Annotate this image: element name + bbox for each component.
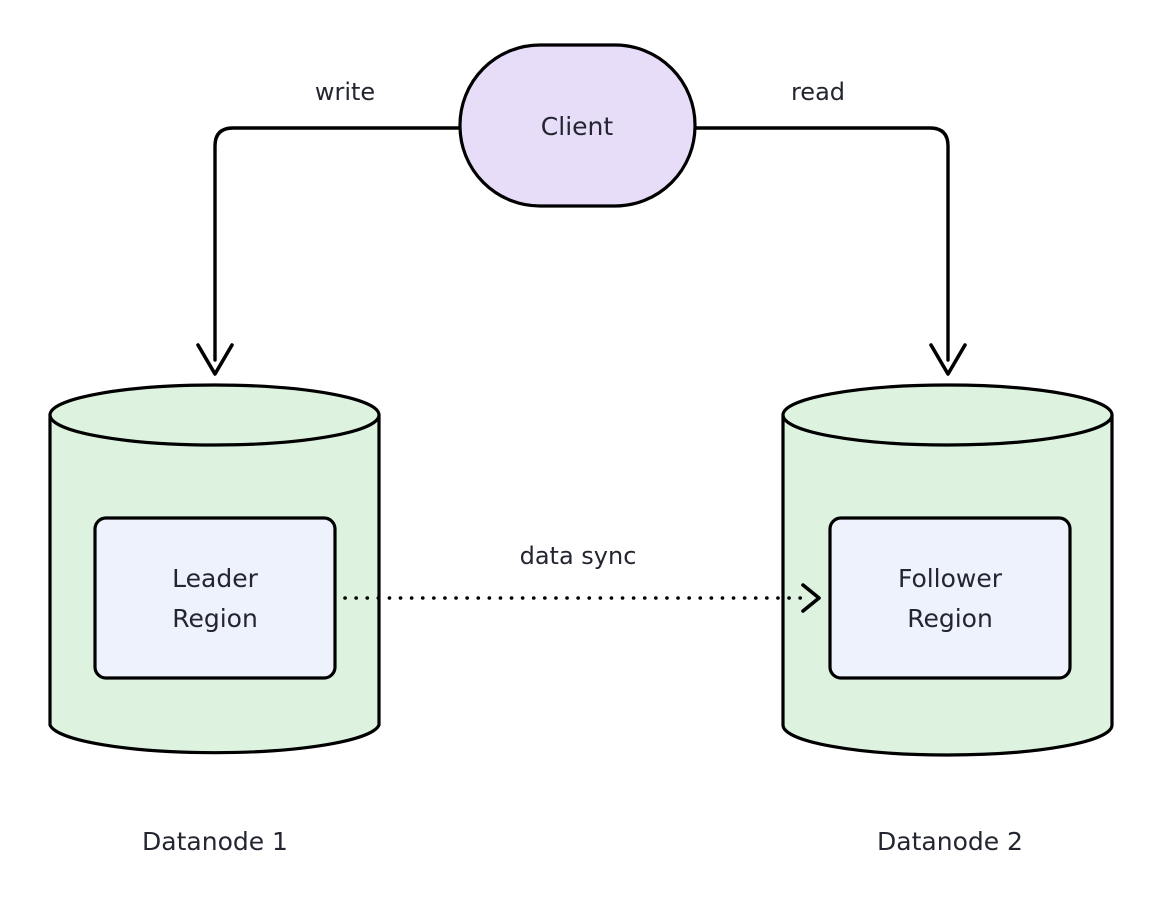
follower-region-label-line1: Follower bbox=[898, 564, 1003, 593]
node-client[interactable]: Client bbox=[458, 43, 697, 208]
edge-read-path bbox=[693, 126, 950, 362]
edge-write-arrowhead bbox=[196, 343, 234, 376]
edge-data-sync-arrowhead bbox=[801, 583, 821, 613]
follower-region-rect bbox=[828, 516, 1072, 680]
follower-region-label-line2: Region bbox=[907, 604, 993, 633]
datanode2-cylinder-top bbox=[781, 383, 1114, 447]
edge-read-label: read bbox=[791, 78, 845, 106]
client-label: Client bbox=[541, 112, 614, 141]
datanode1-caption: Datanode 1 bbox=[142, 827, 288, 856]
leader-region-label-line2: Region bbox=[172, 604, 258, 633]
edge-data-sync[interactable]: data sync bbox=[343, 542, 821, 613]
node-datanode2[interactable]: Follower Region Datanode 2 bbox=[781, 383, 1114, 856]
edge-write[interactable]: write bbox=[196, 78, 462, 376]
datanode1-cylinder-top bbox=[48, 383, 381, 447]
leader-region-box[interactable]: Leader Region bbox=[93, 516, 337, 680]
edge-data-sync-label: data sync bbox=[520, 542, 637, 570]
edge-write-label: write bbox=[315, 78, 375, 106]
leader-region-label-line1: Leader bbox=[172, 564, 258, 593]
node-datanode1[interactable]: Leader Region Datanode 1 bbox=[48, 383, 381, 856]
edge-write-path bbox=[213, 126, 462, 362]
edge-read[interactable]: read bbox=[693, 78, 967, 376]
leader-region-rect bbox=[93, 516, 337, 680]
edge-read-arrowhead bbox=[929, 343, 967, 376]
follower-region-box[interactable]: Follower Region bbox=[828, 516, 1072, 680]
client-shape bbox=[458, 43, 697, 208]
datanode2-caption: Datanode 2 bbox=[877, 827, 1023, 856]
